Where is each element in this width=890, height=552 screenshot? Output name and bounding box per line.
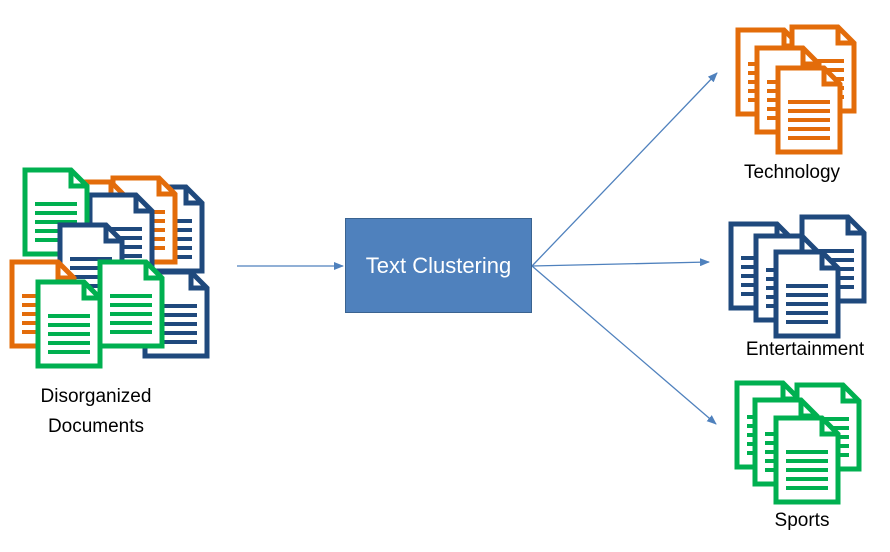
entertainment-documents-icon xyxy=(731,217,864,336)
sports-arrow xyxy=(531,265,717,425)
technology-label: Technology xyxy=(743,162,841,183)
text-clustering-box: Text Clustering xyxy=(345,218,532,313)
entertainment-label: Entertainment xyxy=(745,339,865,360)
technology-arrow xyxy=(531,72,718,267)
source-label-line2: Documents xyxy=(47,416,145,437)
disorganized-documents-label: Disorganized Documents xyxy=(0,382,192,442)
text-clustering-label: Text Clustering xyxy=(365,252,512,278)
source-label-line1: Disorganized xyxy=(40,386,152,407)
entertainment-arrow xyxy=(531,258,710,267)
sports-label: Sports xyxy=(774,510,830,531)
technology-documents-icon xyxy=(738,27,854,152)
sports-documents-icon xyxy=(737,383,859,502)
disorganized-documents-icon xyxy=(12,170,207,366)
